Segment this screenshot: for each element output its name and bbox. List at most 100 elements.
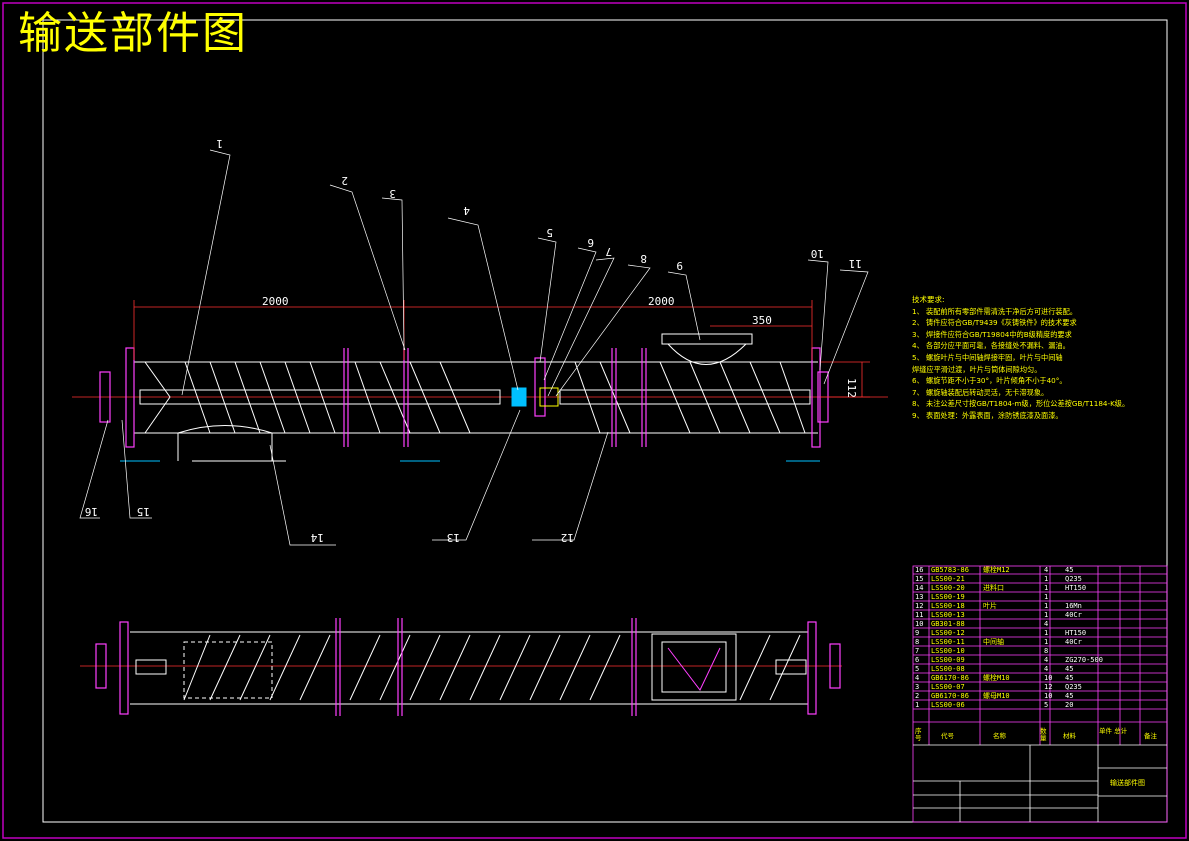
bom-cell-name: 螺栓M12 (983, 566, 1010, 574)
bom-cell-material: Q235 (1065, 683, 1082, 691)
bom-cell-code: LSS00-07 (931, 683, 965, 691)
bom-cell-no: 2 (915, 692, 920, 700)
bom-cell-code: GB301-88 (931, 620, 965, 628)
callout-5: 5 (546, 226, 553, 239)
bom-cell-material: HT150 (1065, 584, 1087, 592)
bom-cell-no: 13 (915, 593, 924, 601)
bom-cell-no: 7 (915, 647, 920, 655)
bom-cell-code: LSS00-10 (931, 647, 965, 655)
note-item: 1、 装配前所有零部件需清洗干净后方可进行装配。 (912, 306, 1077, 316)
bom-cell-no: 10 (915, 620, 924, 628)
bom-cell-qty: 1 (1044, 584, 1049, 592)
bom-header-qty: 数量 (1040, 727, 1047, 742)
bom-cell-no: 8 (915, 638, 920, 646)
bom-cell-material: 45 (1065, 674, 1074, 682)
bom-cell-qty: 4 (1044, 620, 1049, 628)
bom-row: 9 LSS00-12 1 HT150 (913, 629, 1167, 638)
bom-cell-material: HT150 (1065, 629, 1087, 637)
bom-cell-code: LSS00-21 (931, 575, 965, 583)
note-item: 8、 未注公差尺寸按GB/T1804-m级，形位公差按GB/T1184-K级。 (912, 399, 1130, 409)
bom-cell-material: 40Cr (1065, 638, 1082, 646)
bom-cell-name: 中间轴 (983, 638, 1004, 646)
bom-cell-name: 螺栓M10 (983, 674, 1010, 682)
bom-header-weight: 单件 总计 (1099, 727, 1128, 735)
bom-cell-material: 16Mn (1065, 602, 1082, 610)
bom-cell-code: GB6170-86 (931, 692, 969, 700)
bom-cell-code: LSS00-11 (931, 638, 965, 646)
bom-row: 7 LSS00-10 8 (913, 647, 1167, 656)
bom-cell-qty: 8 (1044, 647, 1049, 655)
callout-12: 12 (561, 531, 574, 544)
bom-cell-no: 1 (915, 701, 920, 709)
bom-cell-no: 12 (915, 602, 924, 610)
bom-cell-material: Q235 (1065, 575, 1082, 583)
leader-lines (79, 149, 869, 546)
bom-cell-material: 45 (1065, 692, 1074, 700)
bom-cell-qty: 12 (1044, 683, 1053, 691)
bom-cell-no: 9 (915, 629, 920, 637)
bom-cell-name: 进料口 (983, 584, 1004, 592)
bom-header-material: 材料 (1063, 732, 1076, 740)
bom-cell-qty: 1 (1044, 629, 1049, 637)
bom-cell-name: 叶片 (983, 602, 997, 610)
bom-cell-code: LSS00-18 (931, 602, 965, 610)
note-item: 9、 表面处理：外露表面，涂防锈底漆及面漆。 (912, 410, 1063, 420)
callout-16: 16 (85, 505, 98, 518)
bom-header: 序号 代号 名称 数量 材料 单件 总计 备注 (913, 724, 1167, 744)
bom-cell-qty: 4 (1044, 566, 1049, 574)
note-item: 5、 螺旋叶片与中间轴焊接牢固，叶片与中间轴 (912, 352, 1063, 362)
bom-cell-material: ZG270-500 (1065, 656, 1103, 664)
bom-cell-code: LSS00-13 (931, 611, 965, 619)
bom-cell-code: LSS00-20 (931, 584, 965, 592)
dim-diameter: 112 (845, 378, 858, 398)
bom-row: 14 LSS00-20 进料口 1 HT150 (913, 584, 1167, 593)
technical-notes-heading: 技术要求: (912, 295, 945, 304)
note-item: 2、 铸件应符合GB/T9439《灰铸铁件》的技术要求 (912, 318, 1077, 328)
callout-15: 15 (137, 505, 150, 518)
bom-cell-no: 3 (915, 683, 920, 691)
bom-header-no: 序号 (915, 727, 922, 742)
callout-1: 1 (216, 137, 223, 150)
note-item: 3、 焊接件应符合GB/T19804中的B级精度的要求 (912, 329, 1072, 339)
bom-cell-code: LSS00-06 (931, 701, 965, 709)
bom-cell-no: 14 (915, 584, 924, 592)
bom-cell-code: GB5783-86 (931, 566, 969, 574)
callout-4: 4 (463, 204, 470, 217)
bom-cell-code: LSS00-12 (931, 629, 965, 637)
bom-cell-no: 15 (915, 575, 924, 583)
callout-14: 14 (310, 531, 324, 544)
callout-10: 10 (811, 247, 824, 260)
title-block (912, 565, 1168, 823)
bom-cell-no: 6 (915, 656, 920, 664)
bom-cell-material: 45 (1065, 566, 1074, 574)
bom-cell-qty: 5 (1044, 701, 1049, 709)
callout-6: 6 (587, 236, 594, 249)
callout-11: 11 (849, 257, 862, 270)
top-view (80, 618, 842, 716)
bom-cell-code: LSS00-09 (931, 656, 965, 664)
bom-cell-material: 45 (1065, 665, 1074, 673)
bom-cell-qty: 4 (1044, 665, 1049, 673)
callout-7: 7 (605, 245, 612, 258)
note-item: 7、 螺旋轴装配后转动灵活，无卡滞现象。 (912, 387, 1049, 397)
bom-header-name: 名称 (993, 732, 1006, 740)
dim-flange-offset: 350 (752, 314, 772, 327)
bom-cell-qty: 1 (1044, 611, 1049, 619)
bom-cell-no: 16 (915, 566, 924, 574)
bom-cell-no: 5 (915, 665, 920, 673)
callout-8: 8 (640, 252, 647, 265)
bom-cell-qty: 10 (1044, 674, 1053, 682)
callout-9: 9 (676, 259, 683, 272)
front-view (72, 333, 888, 462)
note-item: 6、 螺旋节距不小于30°，叶片倾角不小于40°。 (912, 376, 1067, 386)
